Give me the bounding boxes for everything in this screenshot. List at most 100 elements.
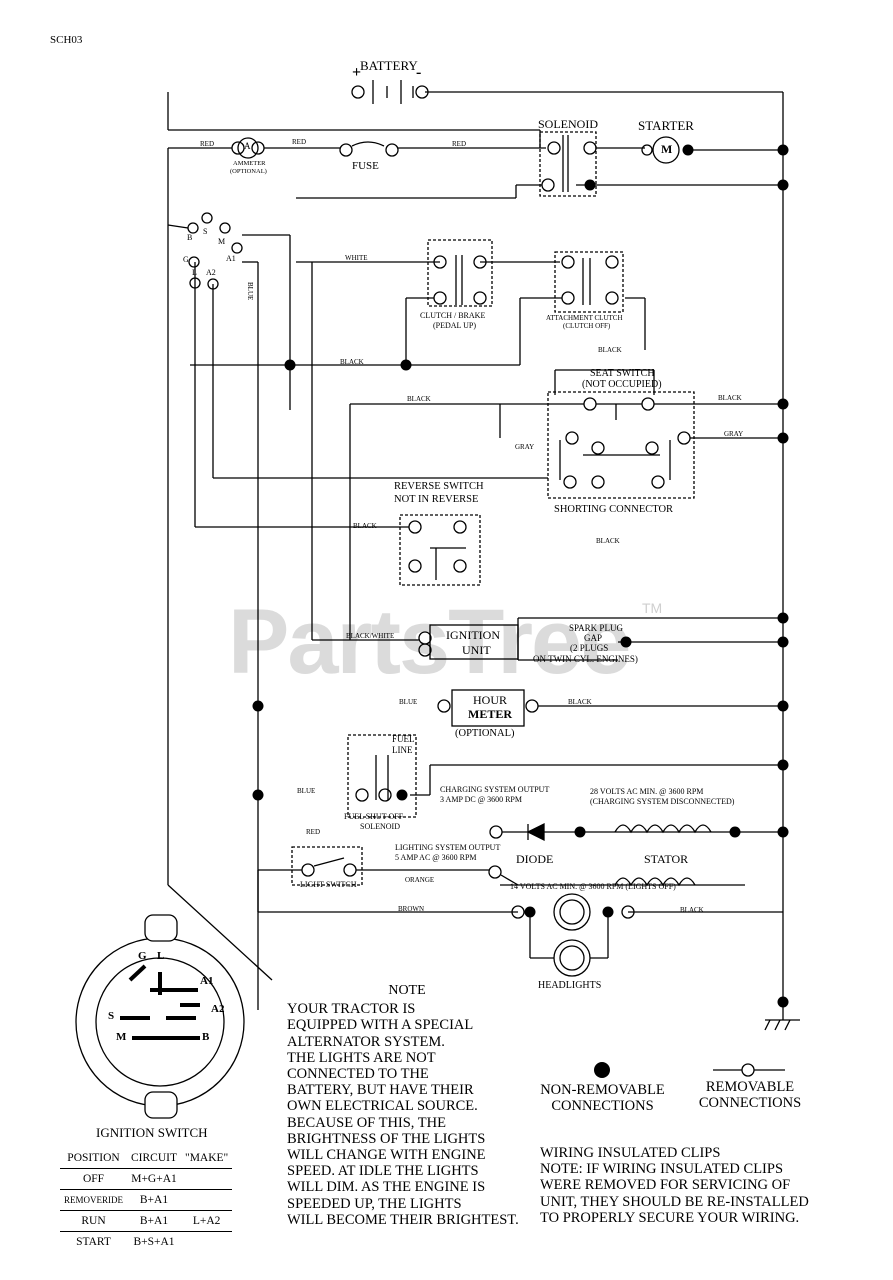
note-line: SPEEDED UP, THE LIGHTS <box>287 1195 462 1212</box>
lighting-output-rating: 5 AMP AC @ 3600 RPM <box>395 853 477 862</box>
wire-white: WHITE <box>345 254 368 262</box>
note-line: EQUIPPED WITH A SPECIAL <box>287 1017 474 1034</box>
wire-red-2: RED <box>292 138 306 146</box>
spark-plug-gap: GAP <box>584 633 603 643</box>
table-cell: RUN <box>60 1210 127 1232</box>
wire-blue-2: BLUE <box>297 787 316 795</box>
volts28-label: 28 VOLTS AC MIN. @ 3600 RPM <box>590 787 704 796</box>
table-cell: START <box>76 1236 111 1248</box>
wire-gray-1: GRAY <box>515 443 535 451</box>
table-header-row: POSITION CIRCUIT "MAKE" <box>60 1148 233 1169</box>
legend-removable: REMOVABLE CONNECTIONS <box>690 1079 810 1111</box>
attachment-clutch-sub: (CLUTCH OFF) <box>563 322 611 330</box>
stator-label: STATOR <box>644 852 689 866</box>
note-line: CONNECTED TO THE <box>287 1066 429 1083</box>
starter-m: M <box>661 142 673 156</box>
ammeter-optional: (OPTIONAL) <box>230 168 267 175</box>
wire-brown: BROWN <box>398 905 425 913</box>
diagram-code: SCH03 <box>50 34 83 46</box>
fuel-line-label: FUEL <box>392 734 415 744</box>
wire-black-1: BLACK <box>340 358 364 366</box>
ign-a1: A1 <box>200 975 214 987</box>
seat-switch-label: SEAT SWITCH <box>590 368 655 379</box>
note-line: ALTERNATOR SYSTEM. <box>287 1033 445 1050</box>
note-line: BRIGHTNESS OF THE LIGHTS <box>287 1130 486 1147</box>
note-line: BATTERY, BUT HAVE THEIR <box>287 1082 474 1099</box>
clips-line: TO PROPERLY SECURE YOUR WIRING. <box>540 1209 800 1226</box>
ign-s: S <box>108 1010 115 1022</box>
legend-removable-line1: REMOVABLE <box>705 1079 795 1095</box>
volts28-sub: (CHARGING SYSTEM DISCONNECTED) <box>590 797 735 806</box>
clips-line: NOTE: IF WIRING INSULATED CLIPS <box>540 1161 784 1178</box>
clips-line: UNIT, THEY SHOULD BE RE-INSTALLED <box>540 1193 809 1210</box>
table-row: START B+S+A1 <box>60 1232 232 1253</box>
table-header: CIRCUIT <box>127 1148 181 1169</box>
light-switch-label: LIGHT SWITCH <box>300 880 357 889</box>
note-line: OWN ELECTRICAL SOURCE. <box>287 1098 478 1115</box>
note-block: NOTE YOUR TRACTOR IS EQUIPPED WITH A SPE… <box>287 983 527 1228</box>
diode-label: DIODE <box>516 852 554 866</box>
clips-line: WIRING INSULATED CLIPS <box>540 1145 721 1161</box>
volts14-label: 14 VOLTS AC MIN. @ 3600 RPM (LIGHTS OFF) <box>510 882 676 891</box>
legend-nonremovable-line2: CONNECTIONS <box>551 1098 654 1114</box>
ign-g: G <box>138 950 147 962</box>
wire-black-5: BLACK <box>353 522 377 530</box>
wire-black-3: BLACK <box>598 346 622 354</box>
charging-output-rating: 3 AMP DC @ 3600 RPM <box>440 795 522 804</box>
spark-plug-label: SPARK PLUG <box>569 623 623 633</box>
terminal-s: S <box>203 227 208 236</box>
table-cell: REMOVERIDE <box>60 1189 127 1211</box>
reverse-switch-sub: NOT IN REVERSE <box>394 494 479 505</box>
note-line: THE LIGHTS ARE NOT <box>287 1049 436 1066</box>
clutch-brake-sub: (PEDAL UP) <box>433 321 477 330</box>
shorting-connector-label: SHORTING CONNECTOR <box>554 504 674 515</box>
wire-red-4: RED <box>306 828 320 836</box>
table-cell: B+A1 <box>127 1189 181 1211</box>
terminal-m: M <box>218 237 226 246</box>
starter-label: STARTER <box>638 118 694 133</box>
terminal-a1: A1 <box>226 254 236 263</box>
ammeter-a: A <box>244 141 251 151</box>
hour-meter-optional: (OPTIONAL) <box>455 728 515 739</box>
fuel-shutoff-label: FUEL SHUT-OFF <box>344 812 404 821</box>
wire-black-white: BLACK/WHITE <box>346 632 395 640</box>
legend-nonremovable: NON-REMOVABLE CONNECTIONS <box>530 1082 675 1114</box>
wire-red-3: RED <box>452 140 466 148</box>
wire-red-1: RED <box>200 140 214 148</box>
note-line: YOUR TRACTOR IS <box>287 1001 416 1018</box>
legend-removable-line2: CONNECTIONS <box>698 1095 802 1111</box>
table-header: "MAKE" <box>181 1148 233 1169</box>
wire-orange: ORANGE <box>405 876 435 884</box>
clips-line: WERE REMOVED FOR SERVICING OF <box>540 1177 791 1194</box>
wire-black-4: BLACK <box>718 394 742 402</box>
spark-plug-count: (2 PLUGS <box>570 643 609 653</box>
ignition-position-table: POSITION CIRCUIT "MAKE" OFF M+G+A1 REMOV… <box>60 1148 233 1253</box>
ignition-unit-label: IGNITION <box>446 628 500 642</box>
charging-output-label: CHARGING SYSTEM OUTPUT <box>440 785 550 794</box>
table-row: RUN B+A1 L+A2 <box>60 1210 233 1232</box>
wire-black-7: BLACK <box>568 698 592 706</box>
clutch-brake-label: CLUTCH / BRAKE <box>420 311 486 320</box>
watermark-tm: TM <box>642 600 663 616</box>
wire-blue-1: BLUE <box>399 698 418 706</box>
table-cell: M+G+A1 <box>127 1168 181 1190</box>
reverse-switch-label: REVERSE SWITCH <box>394 481 484 492</box>
seat-switch-sub: (NOT OCCUPIED) <box>582 379 662 390</box>
ign-l: L <box>157 950 165 962</box>
battery-plus: + <box>352 64 362 81</box>
ign-m: M <box>116 1031 127 1043</box>
terminal-l: L <box>192 268 197 277</box>
table-cell <box>181 1189 233 1211</box>
ign-a2: A2 <box>211 1003 225 1015</box>
note-line: SPEED. AT IDLE THE LIGHTS <box>287 1163 479 1180</box>
ammeter-label: AMMETER <box>233 160 266 167</box>
table-row: OFF M+G+A1 <box>60 1168 233 1190</box>
table-cell: B+S+A1 <box>133 1236 175 1248</box>
wire-gray-2: GRAY <box>724 430 744 438</box>
note-line: WILL DIM. AS THE ENGINE IS <box>287 1179 486 1196</box>
battery-label: BATTERY <box>360 58 418 73</box>
attachment-clutch-label: ATTACHMENT CLUTCH <box>546 314 623 322</box>
solenoid-label: SOLENOID <box>538 117 598 131</box>
note-line: BECAUSE OF THIS, THE <box>287 1114 446 1131</box>
